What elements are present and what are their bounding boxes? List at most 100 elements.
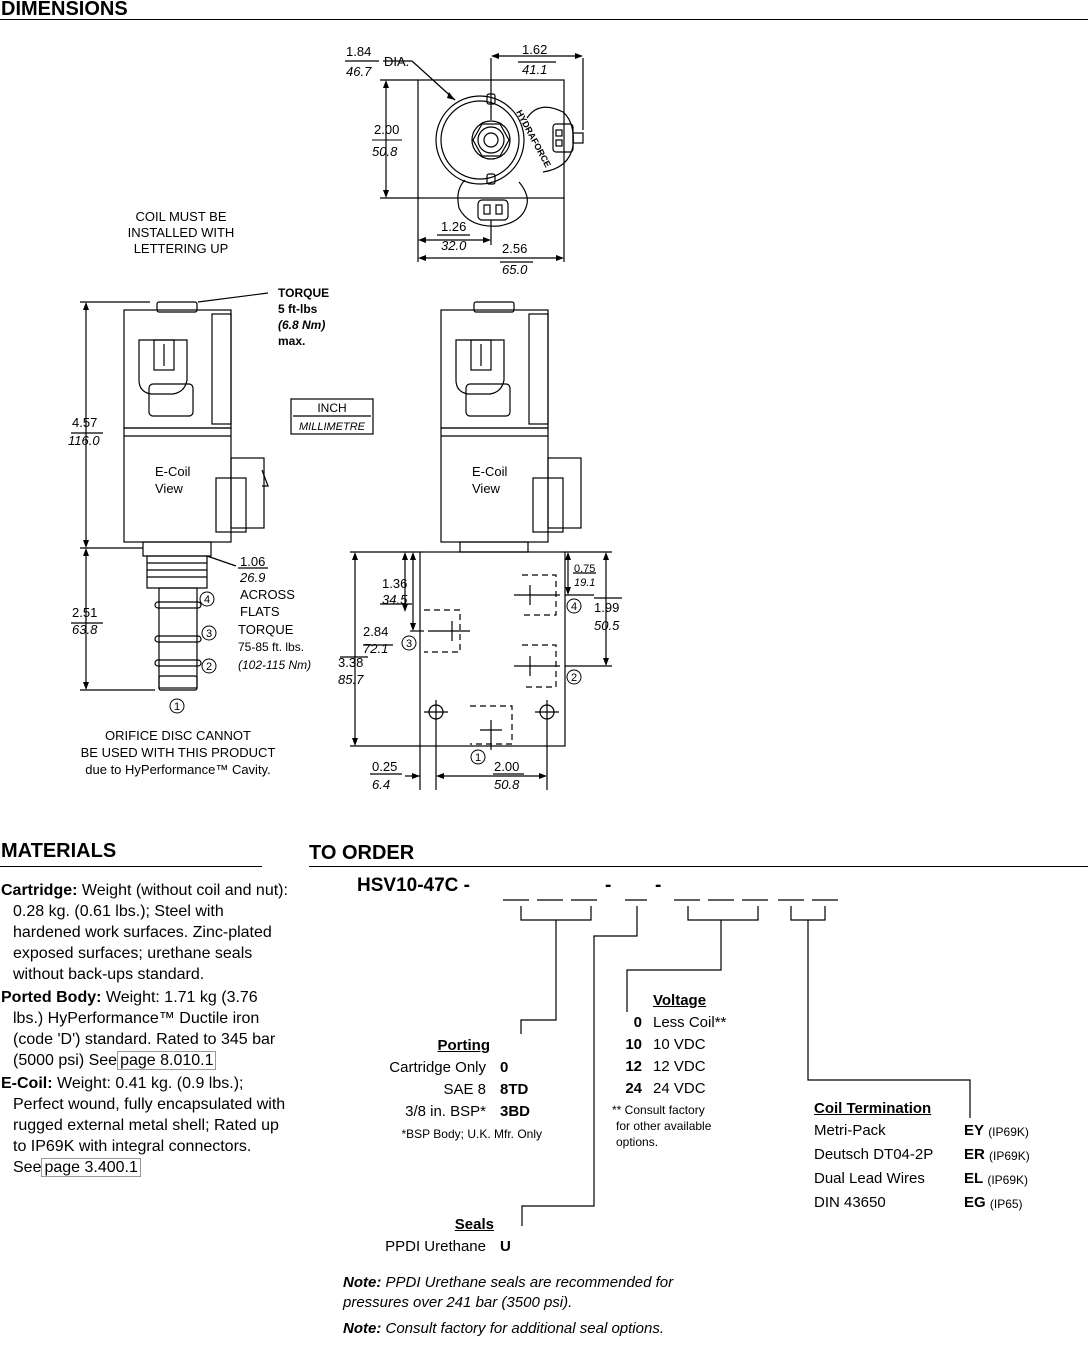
dim-t-in: 2.56 — [502, 241, 527, 256]
dim-side-h-mm: 116.0 — [68, 433, 100, 448]
coil-text: Weight: 0.41 kg. (0.9 lbs.); Perfect wou… — [13, 1075, 286, 1176]
seals-label: PPDI Urethane — [385, 1238, 486, 1255]
side-view-label-1: E-Coil — [155, 464, 191, 479]
coil-term-title: Coil Termination — [814, 1100, 932, 1117]
torque-note-line-3: (6.8 Nm) — [278, 318, 325, 332]
porting-row-0: Cartridge Only 0 — [370, 1057, 545, 1079]
side-port-4: 4 — [204, 594, 210, 606]
porting-label-0: Cartridge Only — [389, 1059, 486, 1076]
dim-dia-label: DIA. — [384, 54, 409, 69]
note-1-text: PPDI Urethane seals are recommended for … — [343, 1274, 674, 1311]
dimension-drawing: 1.84 46.7 DIA. 1.62 41.1 2.00 50.8 1.26 … — [68, 42, 622, 792]
dim-h-mm: 50.8 — [372, 144, 398, 159]
coil-term-rating-0: (IP69K) — [988, 1125, 1029, 1139]
page-link-coil[interactable]: page 3.400.1 — [41, 1158, 141, 1177]
voltage-label-3: 24 VDC — [653, 1080, 706, 1097]
flats-text-2: FLATS — [240, 604, 280, 619]
side-view-label-2: View — [155, 481, 184, 496]
page-link-body[interactable]: page 8.010.1 — [117, 1051, 217, 1070]
materials-coil: E-Coil: Weight: 0.41 kg. (0.9 lbs.); Per… — [1, 1073, 291, 1178]
dim-c-mm: 32.0 — [441, 238, 467, 253]
voltage-note-1: ** Consult factory — [612, 1103, 705, 1117]
dim-body-d1-mm: 34.5 — [382, 592, 408, 607]
coil-term-code-1: ER — [964, 1146, 985, 1163]
voltage-note-3: options. — [616, 1135, 659, 1149]
side-port-2: 2 — [206, 661, 212, 673]
dim-body-d6-in: 0.25 — [372, 759, 397, 774]
coil-term-row-0: Metri-Pack EY (IP69K) — [814, 1120, 1084, 1144]
coil-label: E-Coil: — [1, 1075, 53, 1092]
dim-h-in: 2.00 — [374, 122, 399, 137]
note-1: Note: PPDI Urethane seals are recommende… — [343, 1273, 703, 1313]
voltage-note-2: for other available — [616, 1119, 712, 1133]
note-2-text: Consult factory for additional seal opti… — [385, 1320, 665, 1337]
torque-note-line-1: TORQUE — [278, 286, 329, 300]
dimensions-rule — [0, 19, 1088, 20]
orifice-note-line-2: BE USED WITH THIS PRODUCT — [81, 745, 276, 760]
voltage-row-1: 10 10 VDC — [612, 1034, 772, 1056]
dim-body-d1-in: 1.36 — [382, 576, 407, 591]
coil-term-code-0: EY — [964, 1122, 985, 1139]
note-1-label: Note: — [343, 1274, 382, 1291]
body-text: Weight: 1.71 kg (3.76 lbs.) HyPerformanc… — [13, 989, 276, 1069]
seals-title: Seals — [454, 1216, 494, 1233]
flats-text-5: (102-115 Nm) — [238, 658, 311, 672]
voltage-row-2: 12 12 VDC — [612, 1056, 772, 1078]
materials-section: Cartridge: Weight (without coil and nut)… — [1, 880, 291, 1180]
porting-block: Porting Cartridge Only 0 SAE 8 8TD 3/8 i… — [370, 1035, 545, 1145]
dim-cart-in: 2.51 — [72, 605, 97, 620]
dim-body-d2-mm: 72.1 — [363, 641, 388, 656]
voltage-title: Voltage — [653, 992, 707, 1009]
dim-body-d6-mm: 6.4 — [372, 777, 390, 792]
dim-cart-mm: 63.8 — [72, 622, 98, 637]
dim-body-d3-in: 3.38 — [338, 655, 363, 670]
porting-code-1: 8TD — [500, 1081, 529, 1098]
voltage-label-2: 12 VDC — [653, 1058, 706, 1075]
coil-term-label-0: Metri-Pack — [814, 1122, 886, 1139]
dim-flats-in: 1.06 — [240, 554, 265, 569]
units-box-top: INCH — [317, 401, 346, 415]
coil-note-line-1: COIL MUST BE — [135, 209, 226, 224]
dim-flats-mm: 26.9 — [239, 570, 265, 585]
flats-text-4: 75-85 ft. lbs. — [238, 640, 304, 654]
order-dash-1: - — [605, 875, 612, 896]
dim-w-in: 1.62 — [522, 42, 547, 57]
voltage-note: ** Consult factory for other available o… — [612, 1102, 772, 1150]
porting-label-2: 3/8 in. BSP* — [405, 1103, 486, 1120]
voltage-code-2: 12 — [625, 1058, 642, 1075]
body-port-4: 4 — [571, 601, 577, 613]
dim-body-d4-mm: 19.1 — [574, 577, 595, 589]
cartridge-text: Weight (without coil and nut): 0.28 kg. … — [13, 882, 288, 983]
voltage-code-0: 0 — [633, 1014, 642, 1031]
side-view-drawing — [123, 301, 269, 691]
orifice-note-line-3: due to HyPerformance™ Cavity. — [85, 762, 270, 777]
dim-w-mm: 41.1 — [522, 62, 547, 77]
dim-dia-in: 1.84 — [346, 44, 371, 59]
coil-term-rating-2: (IP69K) — [987, 1173, 1029, 1187]
dim-body-d2-in: 2.84 — [363, 624, 388, 639]
dim-body-d7-mm: 50.8 — [494, 777, 520, 792]
order-code: HSV10-47C - — [357, 875, 470, 896]
body-port-2: 2 — [571, 672, 577, 684]
porting-label-1: SAE 8 — [443, 1081, 486, 1098]
voltage-label-1: 10 VDC — [653, 1036, 706, 1053]
porting-row-1: SAE 8 8TD — [370, 1079, 545, 1101]
body-port-1: 1 — [475, 752, 481, 764]
voltage-code-1: 10 — [625, 1036, 642, 1053]
coil-term-rating-1: (IP69K) — [989, 1149, 1030, 1163]
coil-term-code-3: EG — [964, 1194, 986, 1211]
order-dash-2: - — [655, 875, 662, 896]
side-port-1: 1 — [174, 701, 180, 713]
dim-body-d4-in: 0.75 — [574, 563, 595, 575]
cartridge-label: Cartridge: — [1, 882, 78, 899]
materials-cartridge: Cartridge: Weight (without coil and nut)… — [1, 880, 291, 985]
flats-text-1: ACROSS — [240, 587, 295, 602]
units-box-bottom: MILLIMETRE — [299, 421, 366, 433]
coil-term-block: Coil Termination Metri-Pack EY (IP69K) De… — [814, 1098, 1084, 1216]
